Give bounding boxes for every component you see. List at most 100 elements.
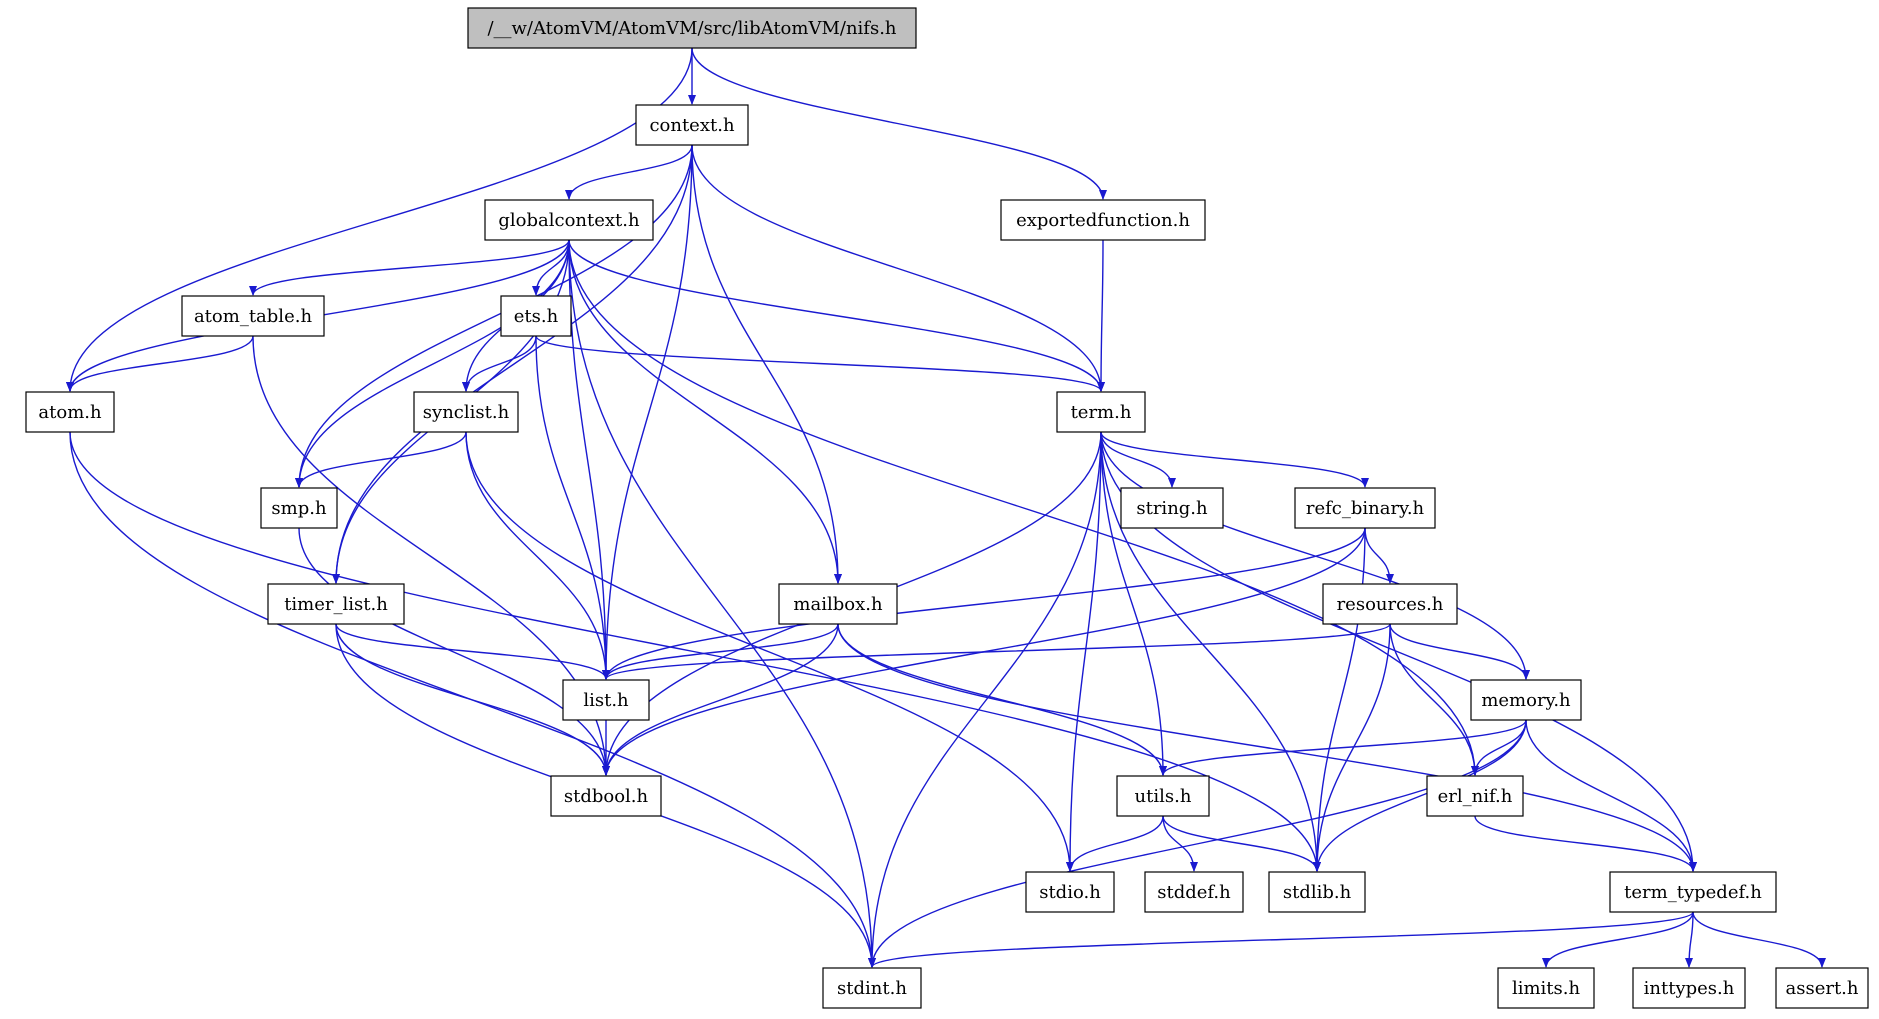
- node-timer_list[interactable]: timer_list.h: [267, 583, 405, 625]
- node-stddef-box: [1144, 871, 1244, 913]
- node-resources[interactable]: resources.h: [1322, 583, 1458, 625]
- edge-refc_binary-to-stdlib: [1313, 527, 1366, 872]
- node-refc_binary-box: [1294, 487, 1436, 529]
- edge-context-to-term: [691, 144, 1105, 392]
- node-list-box: [562, 679, 650, 721]
- node-limits-label: limits.h: [1512, 978, 1581, 999]
- edge-memory-to-term_typedef: [1525, 719, 1697, 872]
- node-term-label: term.h: [1071, 402, 1132, 423]
- node-timer_list-label: timer_list.h: [284, 594, 388, 615]
- node-inttypes-label: inttypes.h: [1644, 978, 1735, 999]
- edge-globalcontext-to-atom_table: [249, 239, 570, 296]
- edge-context-to-mailbox: [691, 144, 842, 584]
- node-stddef[interactable]: stddef.h: [1144, 871, 1244, 913]
- edge-context-to-smp: [295, 144, 693, 488]
- edge-synclist-to-stdio: [465, 431, 1074, 872]
- node-stdio[interactable]: stdio.h: [1025, 871, 1115, 913]
- node-erl_nif[interactable]: erl_nif.h: [1426, 775, 1524, 817]
- edge-memory-to-utils: [1159, 719, 1527, 776]
- node-list-label: list.h: [583, 690, 629, 711]
- node-mailbox-label: mailbox.h: [793, 594, 883, 615]
- node-stdio-box: [1025, 871, 1115, 913]
- node-atom[interactable]: atom.h: [25, 391, 115, 433]
- node-inttypes[interactable]: inttypes.h: [1632, 967, 1746, 1009]
- node-stdio-label: stdio.h: [1039, 882, 1101, 903]
- node-context[interactable]: context.h: [635, 104, 749, 146]
- node-synclist[interactable]: synclist.h: [413, 391, 519, 433]
- edge-resources-to-list: [602, 623, 1391, 680]
- node-term[interactable]: term.h: [1056, 391, 1146, 433]
- node-term-box: [1056, 391, 1146, 433]
- node-stdlib-label: stdlib.h: [1283, 882, 1352, 903]
- node-stdint[interactable]: stdint.h: [822, 967, 922, 1009]
- node-stdlib[interactable]: stdlib.h: [1268, 871, 1366, 913]
- node-limits-box: [1497, 967, 1595, 1009]
- node-limits[interactable]: limits.h: [1497, 967, 1595, 1009]
- nodes-layer: /__w/AtomVM/AtomVM/src/libAtomVM/nifs.hc…: [25, 7, 1869, 1009]
- node-string[interactable]: string.h: [1120, 487, 1224, 529]
- node-nifs-box: [467, 7, 917, 49]
- edge-term-to-string: [1100, 431, 1176, 488]
- node-assert-label: assert.h: [1785, 978, 1858, 999]
- node-erl_nif-label: erl_nif.h: [1438, 786, 1513, 807]
- edge-term-to-memory: [1100, 431, 1530, 680]
- edge-globalcontext-to-smp: [295, 239, 570, 488]
- node-string-box: [1120, 487, 1224, 529]
- node-globalcontext[interactable]: globalcontext.h: [484, 199, 654, 241]
- node-term_typedef-box: [1609, 871, 1777, 913]
- node-memory[interactable]: memory.h: [1470, 679, 1582, 721]
- edge-term-to-utils: [1100, 431, 1167, 776]
- node-resources-box: [1322, 583, 1458, 625]
- node-stdbool[interactable]: stdbool.h: [550, 775, 662, 817]
- node-exportedfunction[interactable]: exportedfunction.h: [1000, 199, 1206, 241]
- edge-mailbox-to-stdbool: [602, 623, 839, 776]
- edge-utils-to-stdio: [1066, 815, 1164, 872]
- edge-exportedfunction-to-term: [1097, 239, 1106, 392]
- node-term_typedef-label: term_typedef.h: [1624, 882, 1762, 903]
- node-term_typedef[interactable]: term_typedef.h: [1609, 871, 1777, 913]
- edge-smp-to-stdbool: [298, 527, 610, 776]
- edge-term-to-refc_binary: [1100, 431, 1369, 488]
- node-globalcontext-box: [484, 199, 654, 241]
- node-ets[interactable]: ets.h: [500, 295, 572, 337]
- edge-mailbox-to-utils: [837, 623, 1167, 776]
- node-timer_list-box: [267, 583, 405, 625]
- node-smp-box: [260, 487, 338, 529]
- node-ets-box: [500, 295, 572, 337]
- edge-atom-to-stdlib: [69, 431, 1321, 872]
- node-nifs: /__w/AtomVM/AtomVM/src/libAtomVM/nifs.h: [467, 7, 917, 49]
- node-mailbox[interactable]: mailbox.h: [778, 583, 898, 625]
- node-atom_table[interactable]: atom_table.h: [181, 295, 325, 337]
- node-refc_binary[interactable]: refc_binary.h: [1294, 487, 1436, 529]
- edge-synclist-to-smp: [295, 431, 467, 488]
- edge-utils-to-stdlib: [1162, 815, 1321, 872]
- node-refc_binary-label: refc_binary.h: [1306, 498, 1425, 519]
- edge-globalcontext-to-erl_nif: [568, 239, 1479, 776]
- edge-term_typedef-to-stdint: [868, 911, 1694, 968]
- node-memory-label: memory.h: [1481, 690, 1571, 711]
- edge-erl_nif-to-term_typedef: [1474, 815, 1697, 872]
- node-list[interactable]: list.h: [562, 679, 650, 721]
- node-memory-box: [1470, 679, 1582, 721]
- node-synclist-label: synclist.h: [423, 402, 510, 423]
- node-erl_nif-box: [1426, 775, 1524, 817]
- node-exportedfunction-box: [1000, 199, 1206, 241]
- node-atom-label: atom.h: [38, 402, 102, 423]
- edge-context-to-globalcontext: [565, 144, 693, 200]
- node-smp[interactable]: smp.h: [260, 487, 338, 529]
- node-atom_table-box: [181, 295, 325, 337]
- node-stddef-label: stddef.h: [1157, 882, 1231, 903]
- node-utils-box: [1116, 775, 1210, 817]
- edge-timer_list-to-stdbool: [335, 623, 610, 776]
- edge-globalcontext-to-term: [568, 239, 1105, 392]
- node-context-label: context.h: [649, 115, 735, 136]
- node-assert[interactable]: assert.h: [1775, 967, 1869, 1009]
- node-utils[interactable]: utils.h: [1116, 775, 1210, 817]
- edge-refc_binary-to-resources: [1364, 527, 1394, 584]
- edge-refc_binary-to-list: [602, 527, 1366, 680]
- node-utils-label: utils.h: [1135, 786, 1192, 807]
- node-synclist-box: [413, 391, 519, 433]
- edge-resources-to-erl_nif: [1389, 623, 1479, 776]
- edge-resources-to-memory: [1389, 623, 1530, 680]
